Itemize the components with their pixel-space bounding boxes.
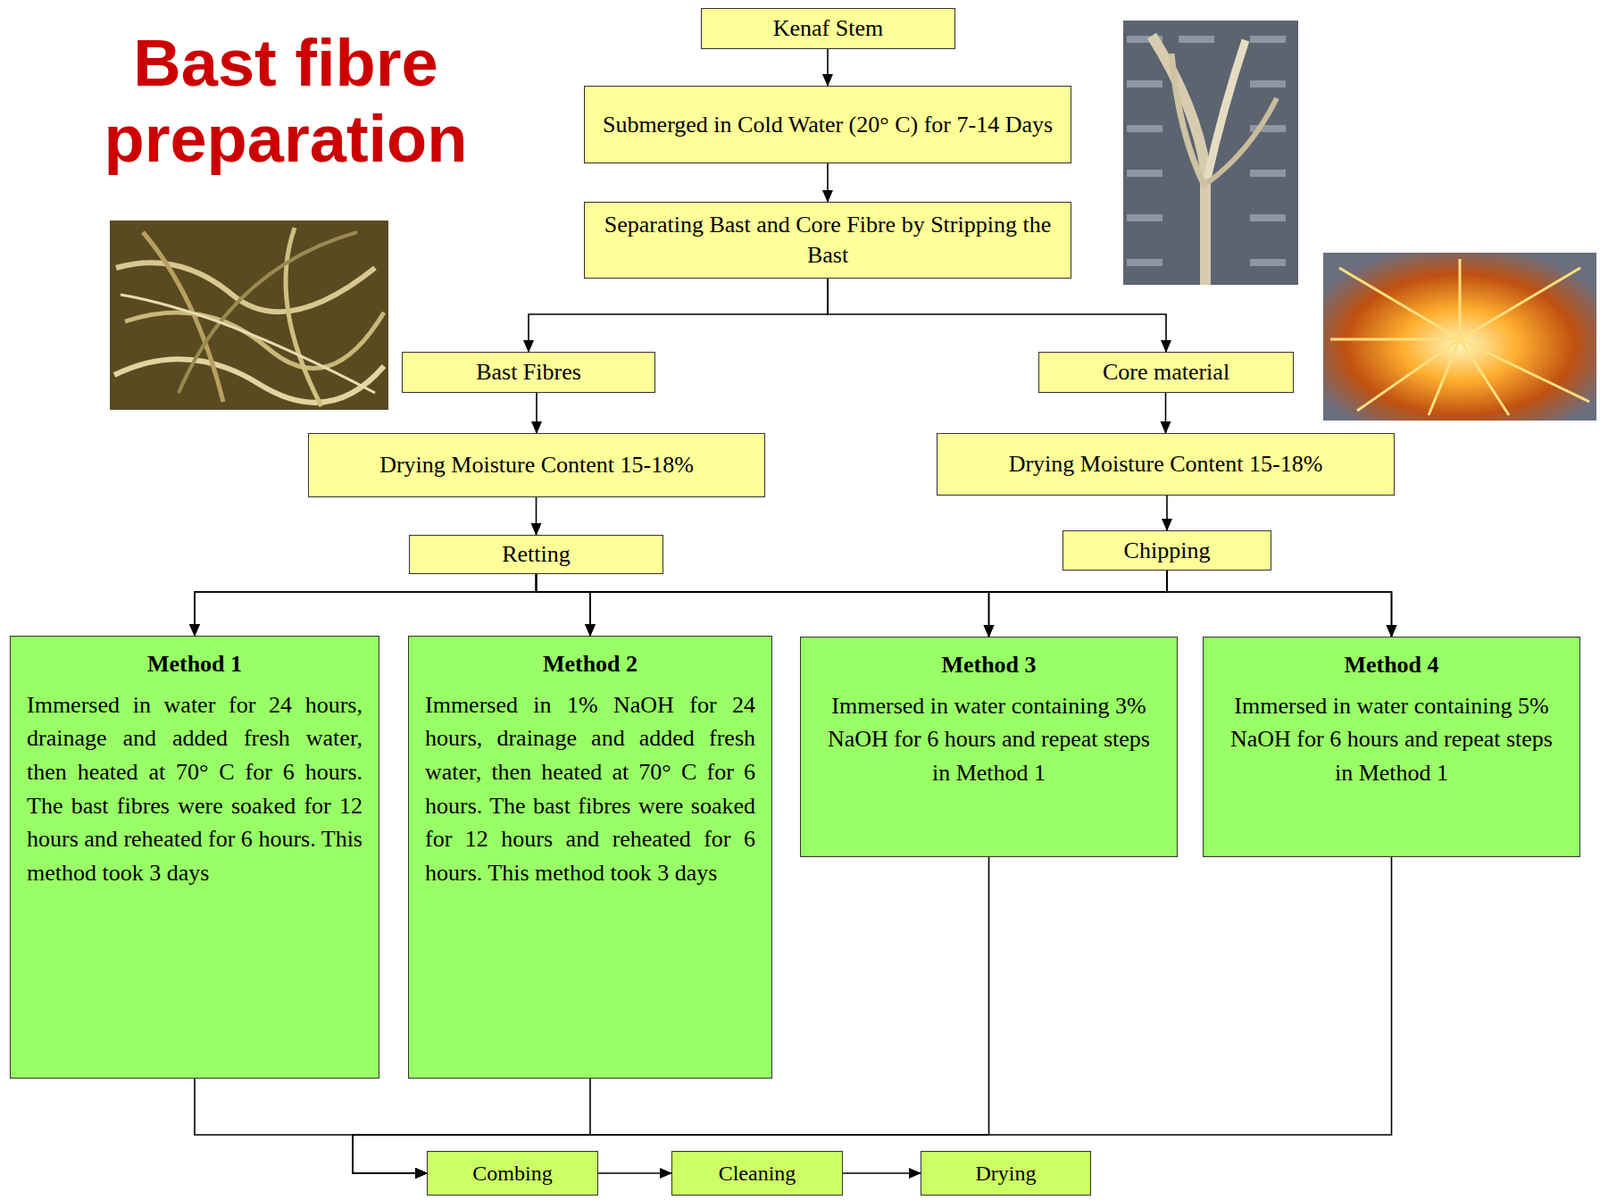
flow-arrow [536, 574, 990, 637]
method-heading: Method 1 [26, 647, 363, 682]
flow-arrow [535, 497, 538, 535]
process-box: Core material [1038, 351, 1294, 393]
box-label: Drying [928, 1161, 1084, 1186]
flow-arrow [194, 570, 1167, 636]
flow-arrow [194, 1078, 427, 1174]
box-label: Chipping [1072, 535, 1262, 567]
flow-arrow [989, 570, 1168, 637]
box-label: Submerged in Cold Water (20° C) for 7-14… [593, 109, 1062, 141]
flow-arrow [535, 392, 538, 434]
chipping-photo [1323, 252, 1597, 421]
process-box: Drying Moisture Content 15-18% [936, 433, 1395, 496]
box-label: Drying Moisture Content 15-18% [317, 450, 756, 481]
flow-arrow [1166, 570, 1392, 637]
method-description: Immersed in water containing 3% NaOH for… [816, 689, 1161, 791]
box-label: Combing [434, 1161, 591, 1186]
process-box: Drying Moisture Content 15-18% [308, 433, 766, 498]
method-heading: Method 3 [816, 648, 1161, 683]
box-label: Drying Moisture Content 15-18% [946, 449, 1385, 480]
method-heading: Method 2 [425, 647, 756, 682]
box-label: Retting [418, 539, 654, 570]
method-description: Immersed in 1% NaOH for 24 hours, draina… [425, 688, 756, 891]
process-box: Drying [920, 1150, 1092, 1196]
box-label: Bast Fibres [411, 357, 646, 388]
flow-arrow [1165, 392, 1167, 434]
method-box: Method 4 Immersed in water containing 5% … [1202, 636, 1581, 858]
diagram-title: Bast fibre preparation [26, 25, 545, 177]
flow-arrow [1166, 495, 1168, 531]
process-box: Bast Fibres [401, 351, 656, 393]
box-label: Core material [1048, 357, 1284, 388]
box-label: Kenaf Stem [710, 13, 946, 44]
box-label: Cleaning [679, 1161, 835, 1186]
method-box: Method 1 Immersed in water for 24 hours, … [9, 635, 380, 1079]
process-box: Combing [426, 1150, 599, 1196]
method-description: Immersed in water for 24 hours, drainage… [26, 688, 363, 891]
flow-arrow [528, 278, 828, 352]
method-box: Method 3 Immersed in water containing 3% … [800, 636, 1178, 858]
process-box: Chipping [1062, 530, 1272, 571]
process-box: Submerged in Cold Water (20° C) for 7-14… [583, 85, 1072, 164]
method-heading: Method 4 [1219, 648, 1564, 683]
method-description: Immersed in water containing 5% NaOH for… [1219, 689, 1564, 791]
flow-arrow [536, 574, 1392, 637]
stem-photo [1123, 20, 1299, 285]
flow-arrow [194, 574, 537, 636]
box-label: Separating Bast and Core Fibre by Stripp… [593, 209, 1062, 271]
fibre-photo [109, 220, 389, 410]
flow-arrow [827, 278, 1167, 352]
flow-arrow [842, 1172, 921, 1175]
process-box: Cleaning [671, 1150, 843, 1196]
flow-arrow [826, 163, 829, 202]
flow-arrow [590, 570, 1167, 636]
process-box: Retting [408, 534, 664, 575]
process-box: Separating Bast and Core Fibre by Stripp… [583, 201, 1072, 279]
flow-arrow [598, 1172, 672, 1175]
flow-arrow [826, 49, 829, 86]
process-box: Kenaf Stem [700, 8, 956, 50]
method-box: Method 2 Immersed in 1% NaOH for 24 hours… [408, 635, 773, 1079]
flow-arrow [536, 574, 592, 636]
